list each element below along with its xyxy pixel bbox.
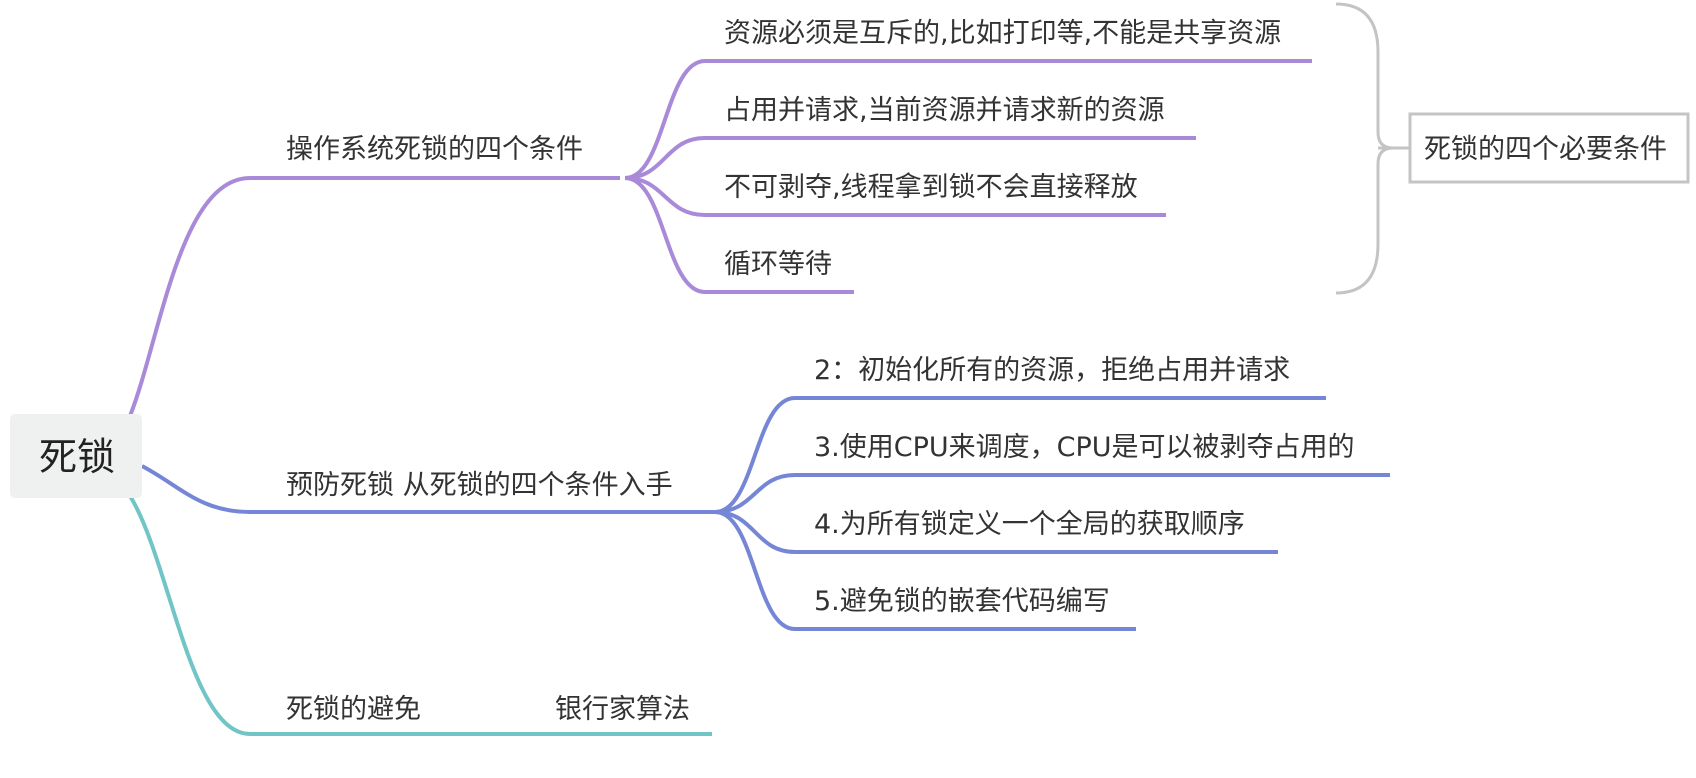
- branch-2-child-4-label[interactable]: 5.避免锁的嵌套代码编写: [814, 586, 1110, 617]
- connector-branch-2-child-3: [714, 510, 1278, 554]
- connector-branch-2-child-4: [714, 510, 1136, 631]
- branch-2-child-1-label[interactable]: 2：初始化所有的资源，拒绝占用并请求: [814, 355, 1290, 386]
- summary-node-box[interactable]: [1408, 112, 1690, 184]
- root-node-label: 死锁: [39, 435, 115, 479]
- connector-root-branch-2: [141, 464, 720, 514]
- branch-3-label[interactable]: 死锁的避免: [286, 694, 421, 725]
- branch-1-child-2-label[interactable]: 占用并请求,当前资源并请求新的资源: [724, 95, 1165, 126]
- branch-1-child-4-label[interactable]: 循环等待: [724, 249, 832, 280]
- summary-node-label: 死锁的四个必要条件: [1424, 134, 1667, 165]
- connector-branch-1-child-2: [624, 136, 1196, 180]
- branch-2-label[interactable]: 预防死锁 从死锁的四个条件入手: [286, 470, 673, 501]
- branch-2-child-3-label[interactable]: 4.为所有锁定义一个全局的获取顺序: [814, 509, 1245, 540]
- branch-2-child-2-label[interactable]: 3.使用CPU来调度，CPU是可以被剥夺占用的: [814, 432, 1355, 463]
- root-node-box[interactable]: [10, 414, 142, 498]
- connector-branch-1-child-4: [624, 176, 854, 294]
- branch-3-child-1-label[interactable]: 银行家算法: [555, 694, 690, 725]
- branch-1-label[interactable]: 操作系统死锁的四个条件: [286, 134, 583, 165]
- connector-branch-2-child-1: [714, 396, 1326, 514]
- connector-root-branch-1: [128, 176, 620, 417]
- connector-branch-2-child-2: [714, 473, 1390, 514]
- connector-branch-1-child-3: [624, 176, 1166, 217]
- branch-1-child-1-label[interactable]: 资源必须是互斥的,比如打印等,不能是共享资源: [724, 18, 1281, 49]
- branch-1-child-3-label[interactable]: 不可剥夺,线程拿到锁不会直接释放: [724, 172, 1138, 203]
- connector-branch-1-child-1: [624, 59, 1312, 180]
- connector-root-branch-3: [128, 494, 712, 736]
